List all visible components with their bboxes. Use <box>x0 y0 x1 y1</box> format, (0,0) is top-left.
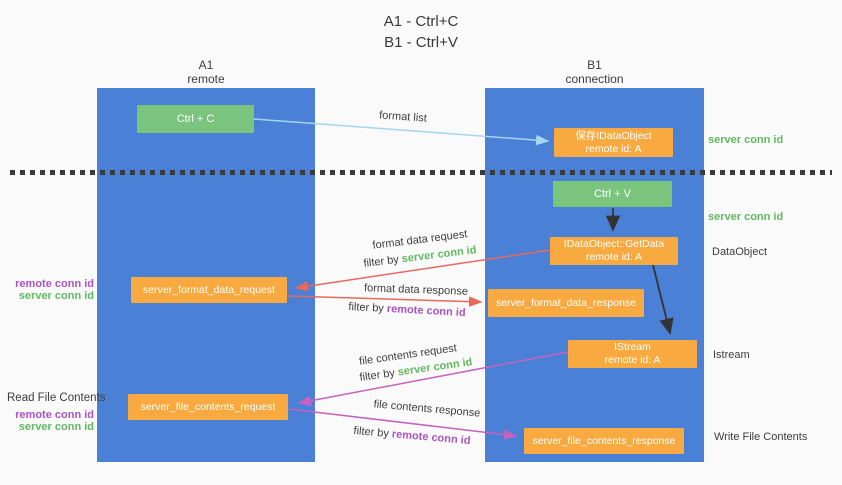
save-idataobject-line2: remote id: A <box>585 142 642 155</box>
network-boundary-dotted-line <box>10 170 832 175</box>
lifeline-b1-name: B1 <box>587 58 602 72</box>
ctrl-v-box: Ctrl + V <box>553 181 672 207</box>
server-file-contents-response-label: server_file_contents_response <box>532 434 676 447</box>
lifeline-header-b1: B1 connection <box>485 58 704 86</box>
idataobject-getdata-box: IDataObject::GetData remote id: A <box>550 237 678 265</box>
file-contents-response-label: file contents response <box>373 398 481 420</box>
ctrl-c-box: Ctrl + C <box>137 105 254 133</box>
filter-prefix-4: filter by <box>353 424 390 440</box>
format-list-label: format list <box>378 109 428 125</box>
istream-box: IStream remote id: A <box>568 340 697 368</box>
ctrl-v-label: Ctrl + V <box>594 187 631 200</box>
diagram-title: A1 - Ctrl+C B1 - Ctrl+V <box>0 11 842 53</box>
dataobject-label: DataObject <box>712 246 768 258</box>
server-conn-id-right-mid: server conn id <box>708 211 784 223</box>
filter-prefix-1: filter by <box>362 253 400 270</box>
server-conn-id-left-2: server conn id <box>18 421 94 433</box>
ctrl-c-label: Ctrl + C <box>176 112 215 125</box>
save-idataobject-box: 保存IDataObject remote id: A <box>554 128 673 157</box>
server-conn-id-left-1: server conn id <box>18 290 94 302</box>
server-conn-id-right-top: server conn id <box>708 134 784 146</box>
read-file-contents-label: Read File Contents <box>7 392 106 404</box>
lifeline-header-a1: A1 remote <box>97 58 315 86</box>
remote-conn-id-text-1: remote conn id <box>386 302 466 320</box>
istream-side-label: Istream <box>713 349 750 361</box>
server-format-data-response-box: server_format_data_response <box>488 289 644 317</box>
istream-line2: remote id: A <box>604 354 661 366</box>
server-file-contents-request-label: server_file_contents_request <box>140 400 276 413</box>
remote-conn-id-left-2: remote conn id <box>15 409 94 421</box>
getdata-line2: remote id: A <box>585 251 643 263</box>
lifeline-b1-role: connection <box>565 72 624 86</box>
server-file-contents-response-box: server_file_contents_response <box>524 428 684 454</box>
server-format-data-response-label: server_format_data_response <box>495 296 637 309</box>
server-format-data-request-label: server_format_data_request <box>143 283 275 296</box>
title-line-a1: A1 - Ctrl+C <box>383 13 459 30</box>
filter-prefix-2: filter by <box>348 300 385 315</box>
format-data-response-label: format data response <box>363 282 469 298</box>
server-file-contents-request-box: server_file_contents_request <box>128 394 288 420</box>
write-file-contents-label: Write File Contents <box>714 431 808 443</box>
left-conn-id-stack-1: remote conn id server conn id <box>8 278 94 302</box>
lifeline-a1-role: remote <box>187 72 225 86</box>
filter-prefix-3: filter by <box>358 367 396 384</box>
server-format-data-request-box: server_format_data_request <box>131 277 287 303</box>
getdata-line1: IDataObject::GetData <box>563 238 665 250</box>
lifeline-a1-name: A1 <box>198 58 214 72</box>
istream-line1: IStream <box>614 341 651 353</box>
title-line-b1: B1 - Ctrl+V <box>384 34 458 51</box>
remote-conn-id-left-1: remote conn id <box>15 278 94 290</box>
save-idataobject-line1: 保存IDataObject <box>575 129 652 142</box>
left-conn-id-stack-2: remote conn id server conn id <box>8 409 94 433</box>
remote-conn-id-text-2: remote conn id <box>391 428 471 448</box>
server-conn-id-text-1: server conn id <box>401 244 478 266</box>
